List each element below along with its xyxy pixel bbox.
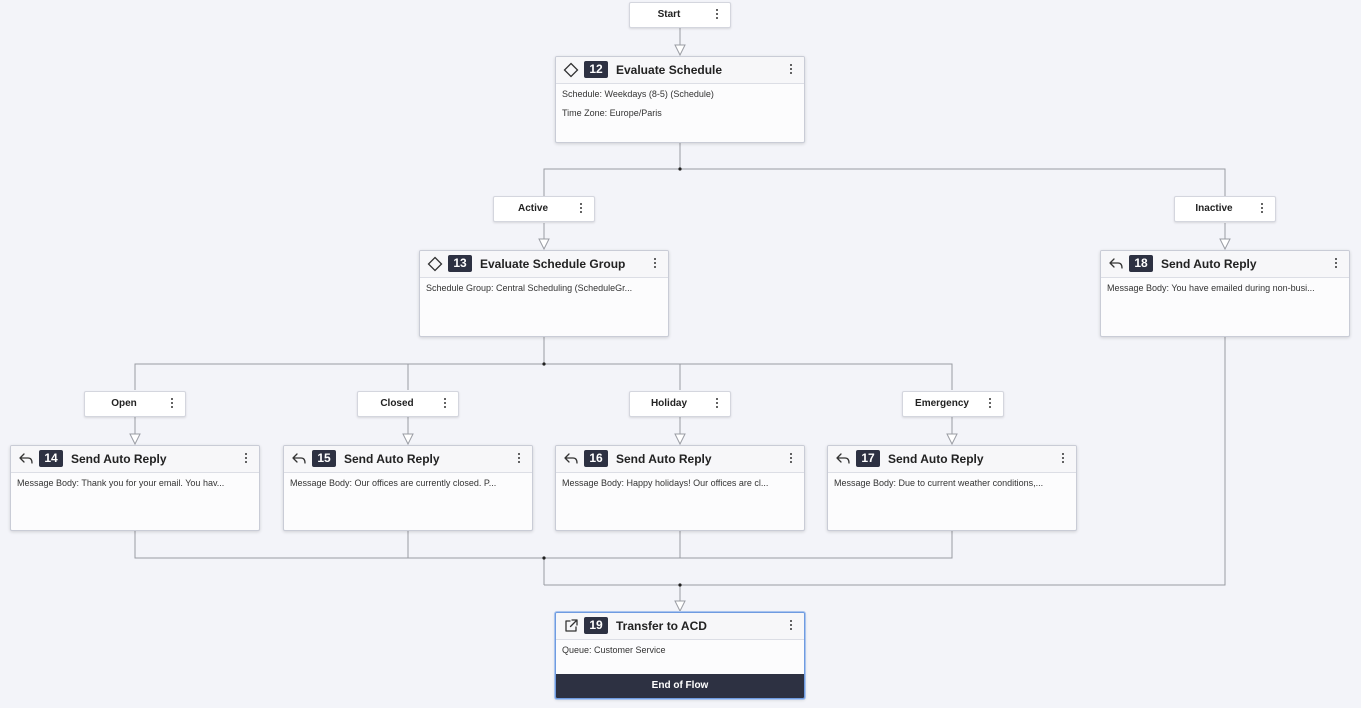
- branch-menu-icon[interactable]: [710, 396, 724, 412]
- card-title: Evaluate Schedule Group: [480, 257, 626, 271]
- branch-menu-icon[interactable]: [1255, 201, 1269, 217]
- reply-icon: [19, 453, 33, 464]
- reply-icon: [1109, 258, 1123, 269]
- card-body: Message Body: Happy holidays! Our office…: [556, 473, 804, 489]
- send-auto-reply-card[interactable]: 14 Send Auto Reply Message Body: Thank y…: [10, 445, 260, 531]
- card-menu-icon[interactable]: [1329, 256, 1343, 272]
- card-title: Send Auto Reply: [888, 452, 984, 466]
- queue-line: Queue: Customer Service: [562, 645, 666, 655]
- card-menu-icon[interactable]: [784, 62, 798, 78]
- card-menu-icon[interactable]: [784, 618, 798, 634]
- card-header: 19 Transfer to ACD: [556, 613, 804, 640]
- start-label: Start: [657, 9, 681, 20]
- evaluate-schedule-group-card[interactable]: 13 Evaluate Schedule Group Schedule Grou…: [419, 250, 669, 337]
- step-number-badge: 13: [448, 255, 472, 272]
- card-header: 12 Evaluate Schedule: [556, 57, 804, 84]
- step-number-badge: 18: [1129, 255, 1153, 272]
- reply-icon: [292, 453, 306, 464]
- step-number-badge: 16: [584, 450, 608, 467]
- schedule-group-line: Schedule Group: Central Scheduling (Sche…: [426, 283, 633, 293]
- reply-icon: [836, 453, 850, 464]
- message-body-line: Message Body: Our offices are currently …: [290, 478, 497, 488]
- card-menu-icon[interactable]: [512, 451, 526, 467]
- message-body-line: Message Body: Due to current weather con…: [834, 478, 1044, 488]
- step-number-badge: 12: [584, 61, 608, 78]
- card-menu-icon[interactable]: [648, 256, 662, 272]
- branch-label: Active: [517, 203, 548, 214]
- step-number-badge: 19: [584, 617, 608, 634]
- card-body: Message Body: Due to current weather con…: [828, 473, 1076, 489]
- card-header: 14 Send Auto Reply: [11, 446, 259, 473]
- schedule-line: Schedule: Weekdays (8-5) (Schedule): [562, 89, 714, 99]
- card-menu-icon[interactable]: [784, 451, 798, 467]
- step-number-badge: 17: [856, 450, 880, 467]
- branch-menu-icon[interactable]: [165, 396, 179, 412]
- card-body: Message Body: Our offices are currently …: [284, 473, 532, 489]
- message-body-line: Message Body: Happy holidays! Our office…: [562, 478, 769, 488]
- end-of-flow-footer: End of Flow: [556, 674, 804, 698]
- card-header: 13 Evaluate Schedule Group: [420, 251, 668, 278]
- card-menu-icon[interactable]: [1056, 451, 1070, 467]
- card-header: 18 Send Auto Reply: [1101, 251, 1349, 278]
- branch-closed[interactable]: Closed: [357, 391, 459, 417]
- step-number-badge: 14: [39, 450, 63, 467]
- branch-menu-icon[interactable]: [574, 201, 588, 217]
- branch-inactive[interactable]: Inactive: [1174, 196, 1276, 222]
- diamond-icon: [427, 256, 443, 272]
- message-body-line: Message Body: You have emailed during no…: [1107, 283, 1315, 293]
- card-title: Transfer to ACD: [616, 619, 707, 633]
- send-auto-reply-card[interactable]: 16 Send Auto Reply Message Body: Happy h…: [555, 445, 805, 531]
- timezone-line: Time Zone: Europe/Paris: [562, 108, 662, 118]
- message-body-line: Message Body: Thank you for your email. …: [17, 478, 225, 488]
- card-body: Schedule: Weekdays (8-5) (Schedule) Time…: [556, 84, 804, 119]
- branch-holiday[interactable]: Holiday: [629, 391, 731, 417]
- card-body: Queue: Customer Service: [556, 640, 804, 656]
- card-menu-icon[interactable]: [239, 451, 253, 467]
- branch-label: Open: [111, 398, 137, 409]
- diamond-icon: [563, 62, 579, 78]
- card-title: Send Auto Reply: [344, 452, 440, 466]
- card-header: 15 Send Auto Reply: [284, 446, 532, 473]
- card-title: Evaluate Schedule: [616, 63, 723, 77]
- external-link-icon: [565, 619, 578, 632]
- start-menu-icon[interactable]: [710, 7, 724, 23]
- card-body: Message Body: You have emailed during no…: [1101, 278, 1349, 294]
- send-auto-reply-card[interactable]: 15 Send Auto Reply Message Body: Our off…: [283, 445, 533, 531]
- branch-emergency[interactable]: Emergency: [902, 391, 1004, 417]
- branch-active[interactable]: Active: [493, 196, 595, 222]
- card-title: Send Auto Reply: [616, 452, 712, 466]
- branch-menu-icon[interactable]: [438, 396, 452, 412]
- card-header: 17 Send Auto Reply: [828, 446, 1076, 473]
- send-auto-reply-card[interactable]: 18 Send Auto Reply Message Body: You hav…: [1100, 250, 1350, 337]
- card-header: 16 Send Auto Reply: [556, 446, 804, 473]
- branch-label: Closed: [380, 398, 414, 409]
- evaluate-schedule-card[interactable]: 12 Evaluate Schedule Schedule: Weekdays …: [555, 56, 805, 143]
- card-title: Send Auto Reply: [71, 452, 167, 466]
- send-auto-reply-card[interactable]: 17 Send Auto Reply Message Body: Due to …: [827, 445, 1077, 531]
- card-title: Send Auto Reply: [1161, 257, 1257, 271]
- branch-open[interactable]: Open: [84, 391, 186, 417]
- branch-label: Emergency: [915, 398, 969, 409]
- branch-menu-icon[interactable]: [983, 396, 997, 412]
- card-body: Schedule Group: Central Scheduling (Sche…: [420, 278, 668, 294]
- reply-icon: [564, 453, 578, 464]
- transfer-to-acd-card[interactable]: 19 Transfer to ACD Queue: Customer Servi…: [555, 612, 805, 699]
- branch-label: Inactive: [1195, 203, 1233, 214]
- branch-label: Holiday: [650, 398, 688, 409]
- step-number-badge: 15: [312, 450, 336, 467]
- start-node[interactable]: Start: [629, 2, 731, 28]
- card-body: Message Body: Thank you for your email. …: [11, 473, 259, 489]
